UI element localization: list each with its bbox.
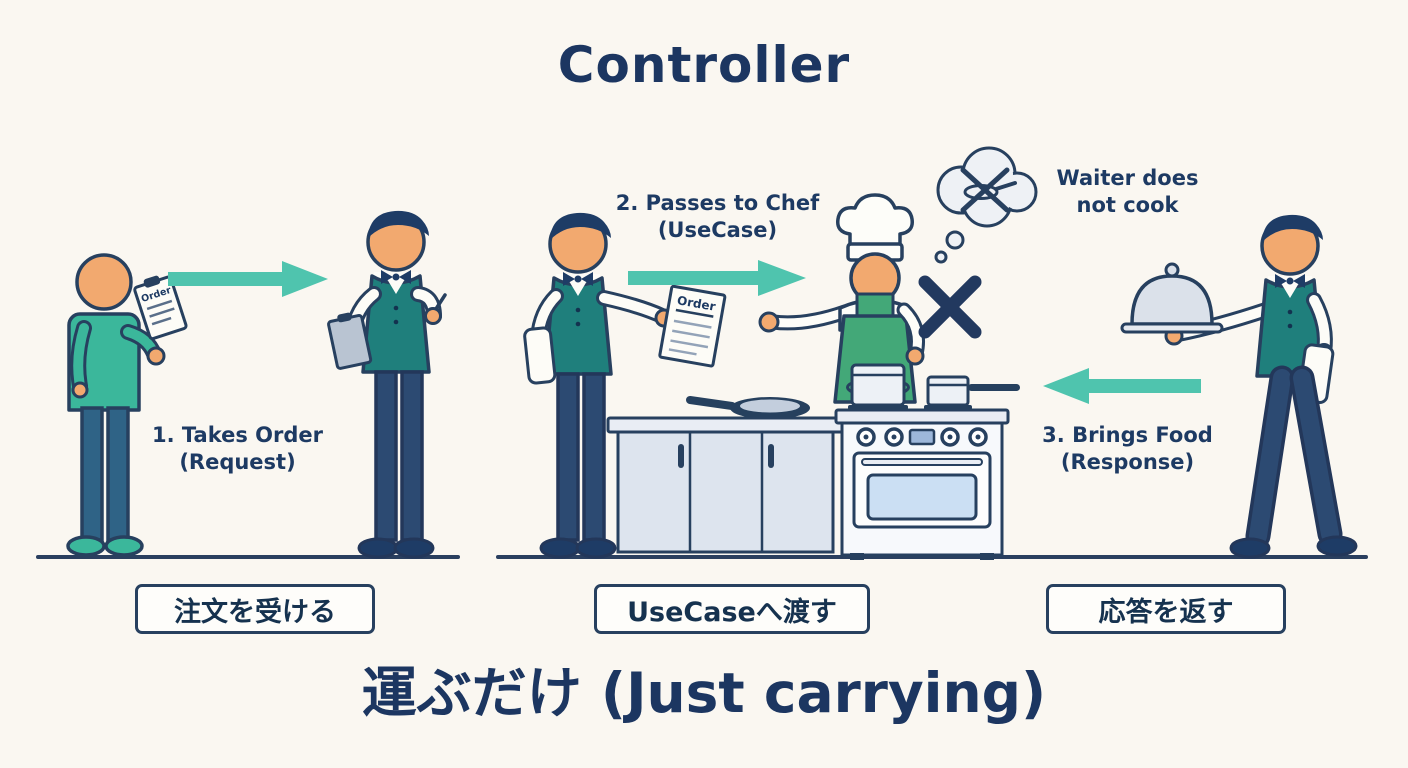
chef-hat-icon [836, 193, 914, 262]
order-clipboard-icon: Order [133, 275, 188, 341]
waiter-figure-3 [1120, 214, 1358, 559]
ground-line-right [496, 555, 1368, 559]
saucepan-icon [926, 375, 1020, 407]
waiter-figure-1 [327, 210, 447, 559]
step3-line1: 3. Brings Food [1042, 423, 1213, 447]
step1-line2: (Request) [179, 450, 296, 475]
cabinet-handle-icon [678, 444, 684, 468]
step3-label: 3. Brings Food (Response) [1005, 422, 1250, 477]
jp-label-box-2: UseCaseへ渡す [594, 584, 870, 634]
jp-label-1: 注文を受ける [174, 596, 336, 628]
bow-tie-icon [563, 272, 593, 286]
step1-line1: 1. Takes Order [152, 423, 323, 447]
step2-label: 2. Passes to Chef (UseCase) [595, 190, 840, 245]
arrow-right-icon-1 [168, 261, 328, 297]
thought-line2: not cook [1076, 193, 1179, 218]
no-cooking-icon [960, 167, 1017, 213]
stove [834, 363, 1020, 560]
arrow-right-icon-2 [628, 260, 806, 296]
towel-icon [523, 326, 557, 385]
jp-label-box-1: 注文を受ける [135, 584, 375, 634]
thought-line1: Waiter does [1056, 166, 1199, 190]
cloche-icon [1120, 262, 1224, 334]
order-paper-icon: Order [658, 284, 727, 368]
kitchen-counter [606, 396, 845, 554]
frying-pan-icon [686, 396, 810, 419]
jp-label-box-3: 応答を返す [1046, 584, 1286, 634]
bow-tie-icon [1275, 274, 1305, 288]
step3-line2: (Response) [1060, 450, 1195, 475]
arrow-left-icon [1043, 368, 1201, 404]
waiter-clipboard-icon [327, 312, 373, 370]
waiter-figure-2: Order [523, 212, 727, 559]
page-title: Controller [557, 36, 851, 94]
jp-label-2: UseCaseへ渡す [627, 596, 837, 628]
bow-tie-icon [381, 270, 411, 284]
cross-icon [918, 275, 982, 339]
jp-label-3: 応答を返す [1098, 596, 1234, 628]
ground-line-left [36, 555, 460, 559]
stove-knobs [856, 427, 988, 447]
thought-label: Waiter does not cook [1040, 165, 1215, 220]
thought-bubble-icon [934, 146, 1038, 264]
step1-label: 1. Takes Order (Request) [110, 422, 365, 477]
order-doc-title: Order [676, 293, 717, 314]
step2-line2: (UseCase) [657, 218, 778, 243]
bottom-caption: 運ぶだけ (Just carrying) [361, 661, 1047, 725]
oven-door [852, 451, 992, 529]
step2-line1: 2. Passes to Chef [615, 191, 820, 215]
cooking-pot-icon [846, 363, 910, 407]
cabinet-handle-icon [768, 444, 774, 468]
customer-figure: Order [66, 253, 188, 557]
